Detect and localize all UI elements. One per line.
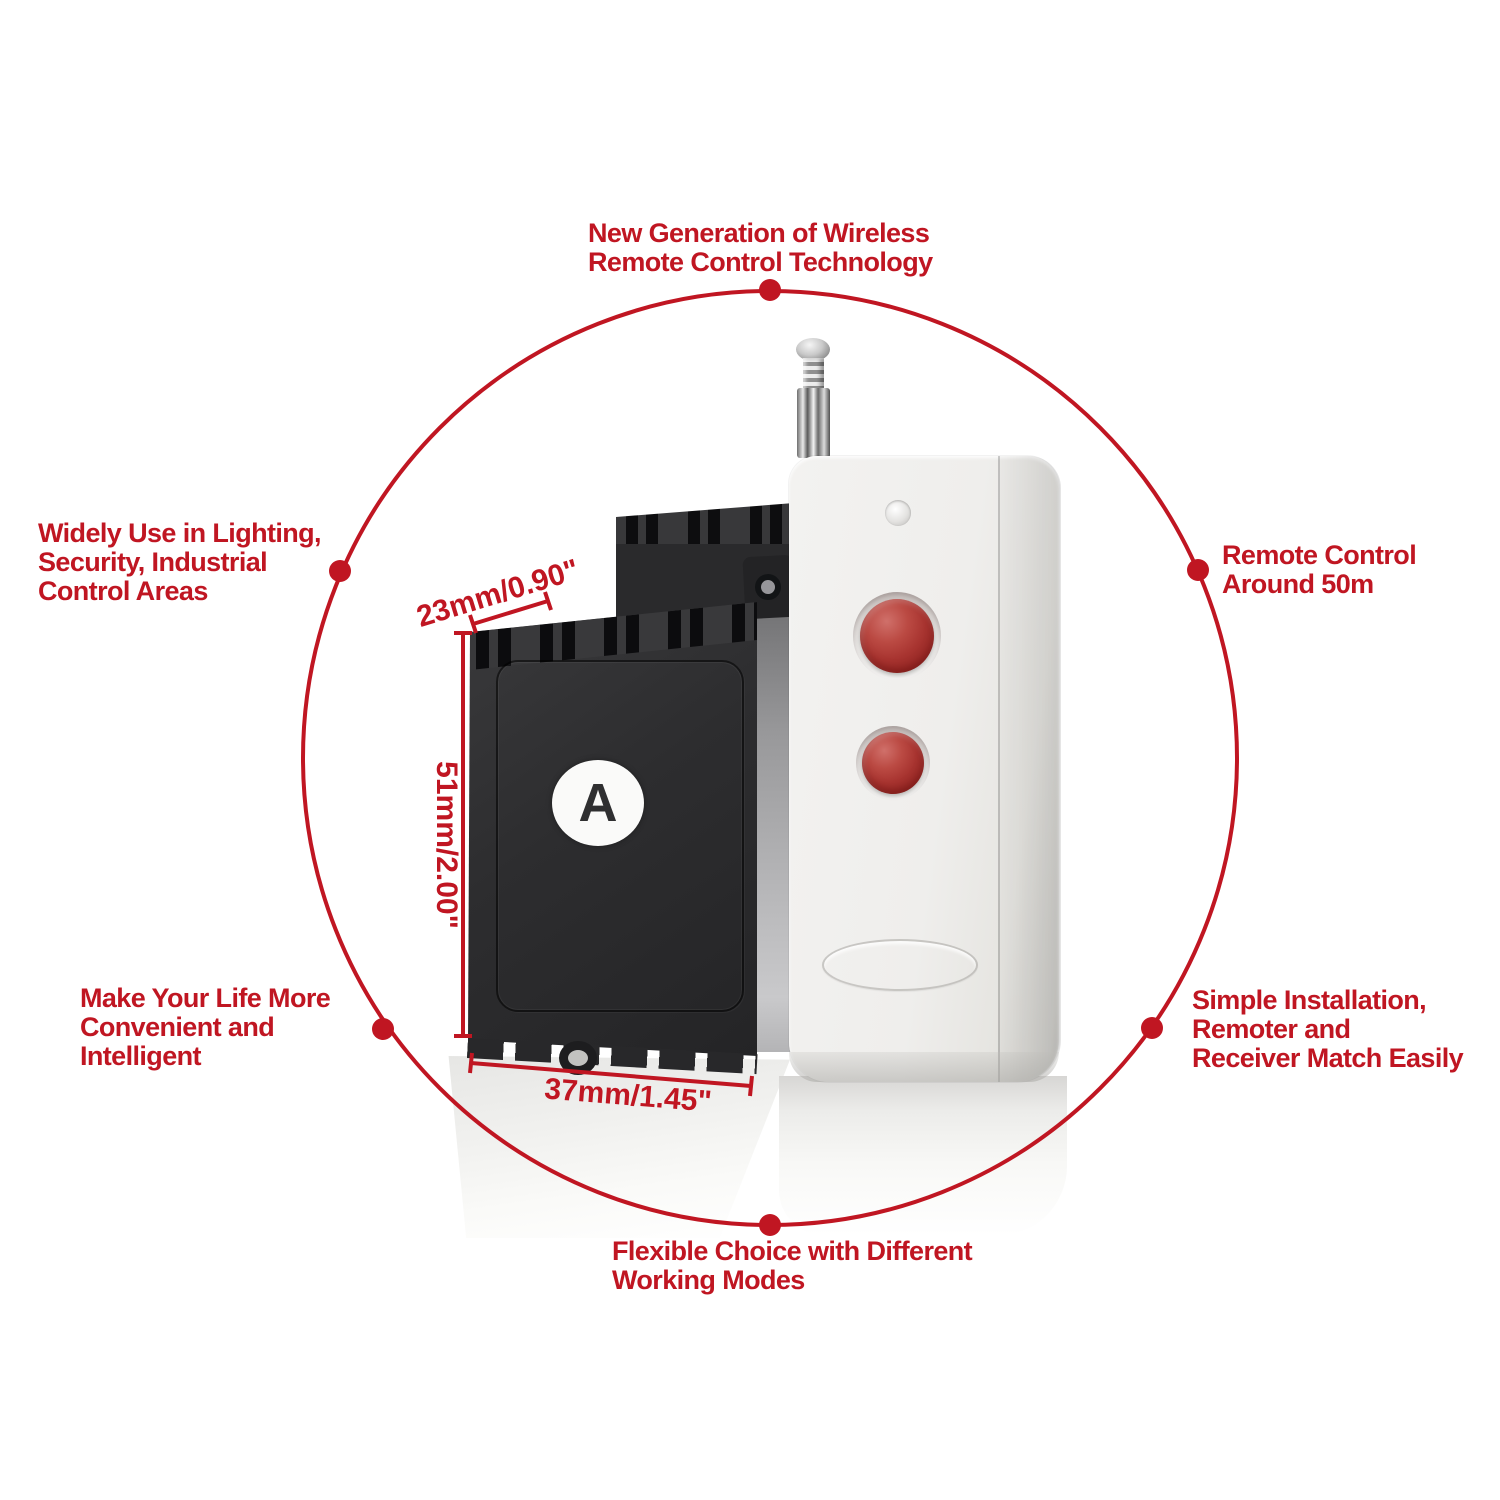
callout-lower-right-line: Remoter and <box>1192 1014 1351 1044</box>
receiver-face-panel <box>496 660 744 1012</box>
remote-control <box>789 330 1061 1085</box>
callout-bottom-line: Flexible Choice with Different <box>612 1236 973 1266</box>
callout-lower-left: Make Your Life More Convenient and Intel… <box>80 983 331 1071</box>
ring-dot-bottom <box>759 1214 781 1236</box>
remote-bottom-shading <box>789 1052 1059 1082</box>
battery-cover-indent <box>822 939 978 991</box>
ring-dot-upper-left <box>329 560 351 582</box>
indicator-led <box>885 500 911 526</box>
channel-label: A <box>578 773 618 833</box>
callout-lower-right-line: Receiver Match Easily <box>1192 1043 1464 1073</box>
callout-top-line: New Generation of Wireless <box>588 218 930 248</box>
callout-lower-left-line: Convenient and <box>80 1012 275 1042</box>
remote-body <box>789 456 1061 1082</box>
receiver-module-a: A <box>468 602 757 1056</box>
receiver-side-panel <box>753 596 791 1052</box>
remote-button-2 <box>862 732 924 794</box>
remote-side-seam <box>998 456 1061 1082</box>
callout-upper-left: Widely Use in Lighting, Security, Indust… <box>38 518 322 606</box>
callout-upper-right: Remote Control Around 50m <box>1222 540 1417 599</box>
channel-label-badge: A <box>552 760 644 846</box>
ring-dot-upper-right <box>1187 559 1209 581</box>
callout-top-line: Remote Control Technology <box>588 247 933 277</box>
callout-lower-right-line: Simple Installation, <box>1192 985 1427 1015</box>
callout-upper-left-line: Control Areas <box>38 576 208 606</box>
callout-upper-right-line: Around 50m <box>1222 569 1374 599</box>
callout-upper-left-line: Security, Industrial <box>38 547 268 577</box>
ring-dot-lower-right <box>1141 1017 1163 1039</box>
dimension-depth-label: 23mm/0.90" <box>412 553 583 634</box>
callout-top: New Generation of Wireless Remote Contro… <box>588 219 933 277</box>
antenna-shaft <box>797 388 830 458</box>
antenna-rings <box>803 358 824 389</box>
hanging-eyelet <box>559 1041 597 1075</box>
ring-dot-lower-left <box>372 1018 394 1040</box>
dimension-height-label: 51mm/2.00" <box>430 761 463 929</box>
callout-lower-left-line: Make Your Life More <box>80 983 331 1013</box>
callout-upper-left-line: Widely Use in Lighting, <box>38 518 322 548</box>
callout-bottom: Flexible Choice with Different Working M… <box>612 1236 973 1295</box>
receiver-back-top-vents <box>616 503 794 547</box>
remote-button-1 <box>860 599 934 673</box>
callout-bottom-line: Working Modes <box>612 1265 805 1295</box>
antenna-tip <box>796 338 830 361</box>
callout-upper-right-line: Remote Control <box>1222 540 1417 570</box>
callout-lower-right: Simple Installation, Remoter and Receive… <box>1192 985 1464 1073</box>
remote-reflection <box>779 1076 1067 1236</box>
mounting-hole <box>754 573 782 601</box>
callout-lower-left-line: Intelligent <box>80 1041 202 1071</box>
ring-dot-top <box>759 279 781 301</box>
